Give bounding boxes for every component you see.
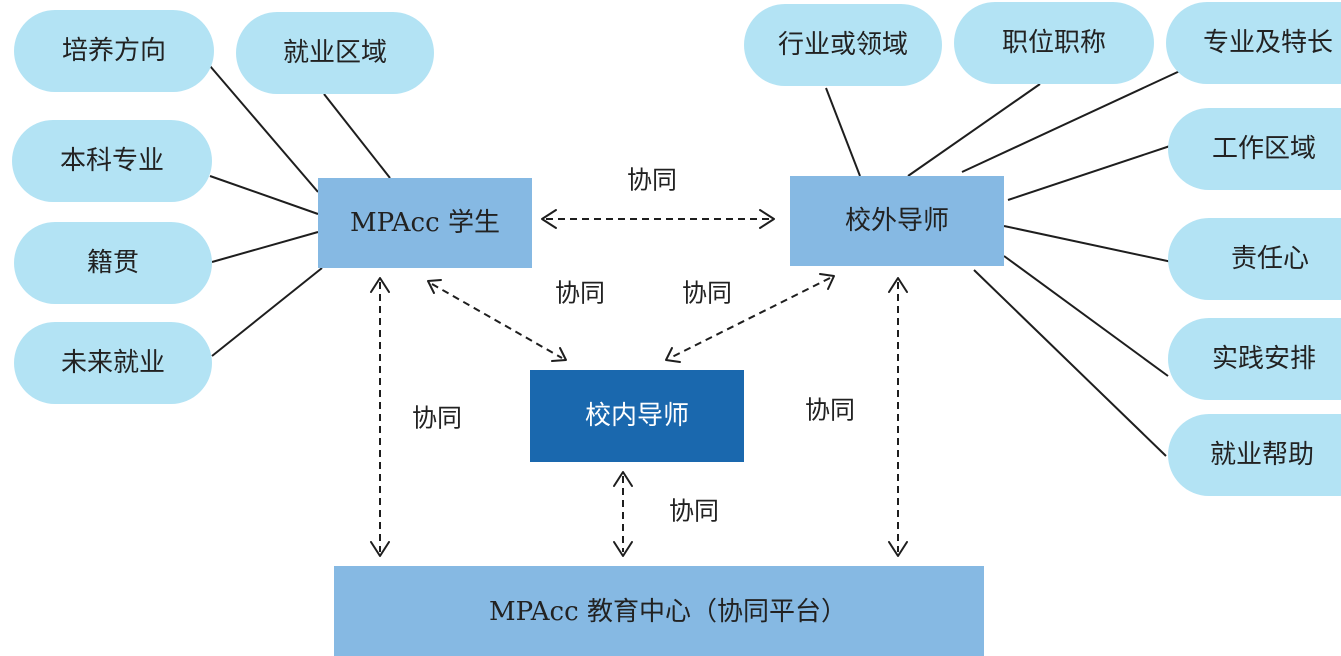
external-mentor-title: 校外导师	[845, 206, 949, 236]
mentor-attribute-position: 职位职称	[954, 2, 1154, 84]
attribute-label: 未来就业	[61, 348, 165, 378]
connector-student-training-direction	[209, 65, 319, 193]
label-student-external: 协同	[627, 166, 677, 195]
student-attributes: 培养方向 就业区域 本科专业 籍贯 未来就业	[12, 10, 434, 404]
arrow-external-internal	[665, 273, 835, 363]
label-student-internal: 协同	[555, 279, 605, 308]
education-center-box: MPAcc 教育中心（协同平台）	[334, 566, 984, 656]
arrow-student-center	[370, 277, 390, 557]
attribute-label: 就业帮助	[1210, 440, 1314, 470]
label-external-center: 协同	[805, 396, 855, 425]
education-center-title: MPAcc 教育中心（协同平台）	[489, 597, 847, 627]
connector-student-future-employment	[211, 267, 323, 357]
connector-mentor-work-region	[1007, 145, 1171, 201]
label-internal-center: 协同	[669, 497, 719, 526]
mentor-attribute-work-region: 工作区域	[1168, 108, 1341, 190]
attribute-label: 专业及特长	[1203, 28, 1333, 58]
arrow-external-center	[888, 277, 908, 557]
mentor-attributes: 行业或领域 职位职称 专业及特长 工作区域 责任心 实践安排 就业帮助	[744, 2, 1341, 496]
mentor-attribute-employment-help: 就业帮助	[1168, 414, 1341, 496]
attribute-label: 就业区域	[283, 38, 387, 68]
mentor-attribute-practice: 实践安排	[1168, 318, 1341, 400]
connector-mentor-responsibility	[1003, 225, 1173, 263]
student-title: MPAcc 学生	[350, 208, 500, 238]
attribute-label: 实践安排	[1212, 344, 1316, 374]
attribute-label: 培养方向	[62, 36, 166, 66]
attribute-label: 责任心	[1231, 244, 1309, 274]
attribute-label: 职位职称	[1002, 28, 1106, 58]
connector-student-employment-region	[323, 93, 391, 179]
student-attribute-undergrad-major: 本科专业	[12, 120, 212, 202]
label-student-center: 协同	[412, 404, 462, 433]
student-attribute-hometown: 籍贯	[14, 222, 212, 304]
attribute-label: 籍贯	[87, 248, 139, 278]
connector-student-undergrad-major	[209, 175, 319, 215]
arrow-student-external	[541, 209, 775, 229]
collaboration-labels: 协同 协同 协同 协同 协同 协同	[412, 166, 855, 526]
connector-mentor-expertise	[961, 69, 1183, 173]
internal-mentor-box: 校内导师	[530, 370, 744, 462]
collaboration-arrows	[370, 209, 908, 557]
attribute-label: 工作区域	[1212, 134, 1316, 164]
arrow-student-internal	[427, 279, 567, 362]
student-box: MPAcc 学生	[318, 178, 532, 268]
mentor-attribute-connectors	[825, 69, 1183, 457]
attribute-label: 行业或领域	[778, 30, 908, 60]
student-attribute-training-direction: 培养方向	[14, 10, 214, 92]
label-external-internal: 协同	[682, 279, 732, 308]
external-mentor-box: 校外导师	[790, 176, 1004, 266]
student-attribute-connectors	[209, 65, 391, 357]
internal-mentor-title: 校内导师	[585, 401, 689, 431]
attribute-label: 本科专业	[60, 146, 164, 176]
mentor-attribute-expertise: 专业及特长	[1166, 2, 1341, 84]
connector-student-hometown	[211, 231, 319, 263]
connector-mentor-position	[907, 83, 1041, 177]
mentor-attribute-industry: 行业或领域	[744, 4, 942, 86]
student-attribute-future-employment: 未来就业	[14, 322, 212, 404]
student-attribute-employment-region: 就业区域	[236, 12, 434, 94]
connector-mentor-practice	[1003, 255, 1169, 377]
connector-mentor-employment-help	[973, 269, 1167, 457]
connector-mentor-industry	[825, 87, 861, 177]
arrow-internal-center	[613, 471, 633, 557]
mentor-attribute-responsibility: 责任心	[1168, 218, 1341, 300]
